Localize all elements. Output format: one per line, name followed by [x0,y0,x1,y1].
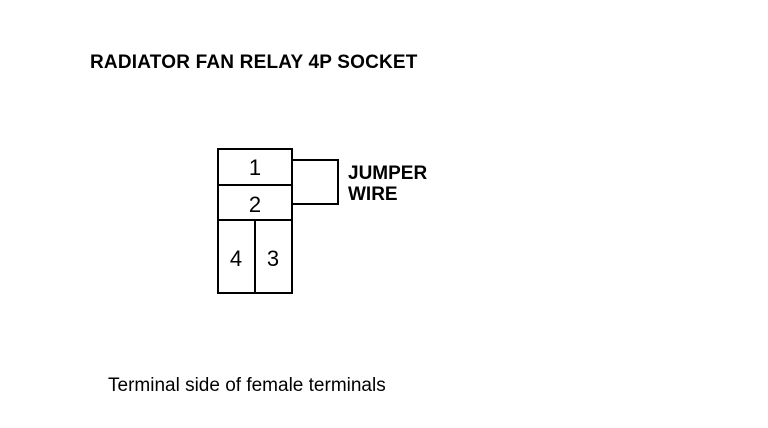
terminal-1-label: 1 [249,155,261,180]
jumper-label-line1: JUMPER [348,163,427,184]
jumper-label-line2: WIRE [348,184,398,205]
terminal-3-label: 3 [267,246,279,271]
connector-socket [217,148,293,294]
diagram-title: RADIATOR FAN RELAY 4P SOCKET [90,52,418,73]
jumper-wire [292,159,339,205]
terminal-2-label: 2 [249,192,261,217]
terminal-4-label: 4 [230,246,242,271]
diagram-caption: Terminal side of female terminals [108,375,386,396]
